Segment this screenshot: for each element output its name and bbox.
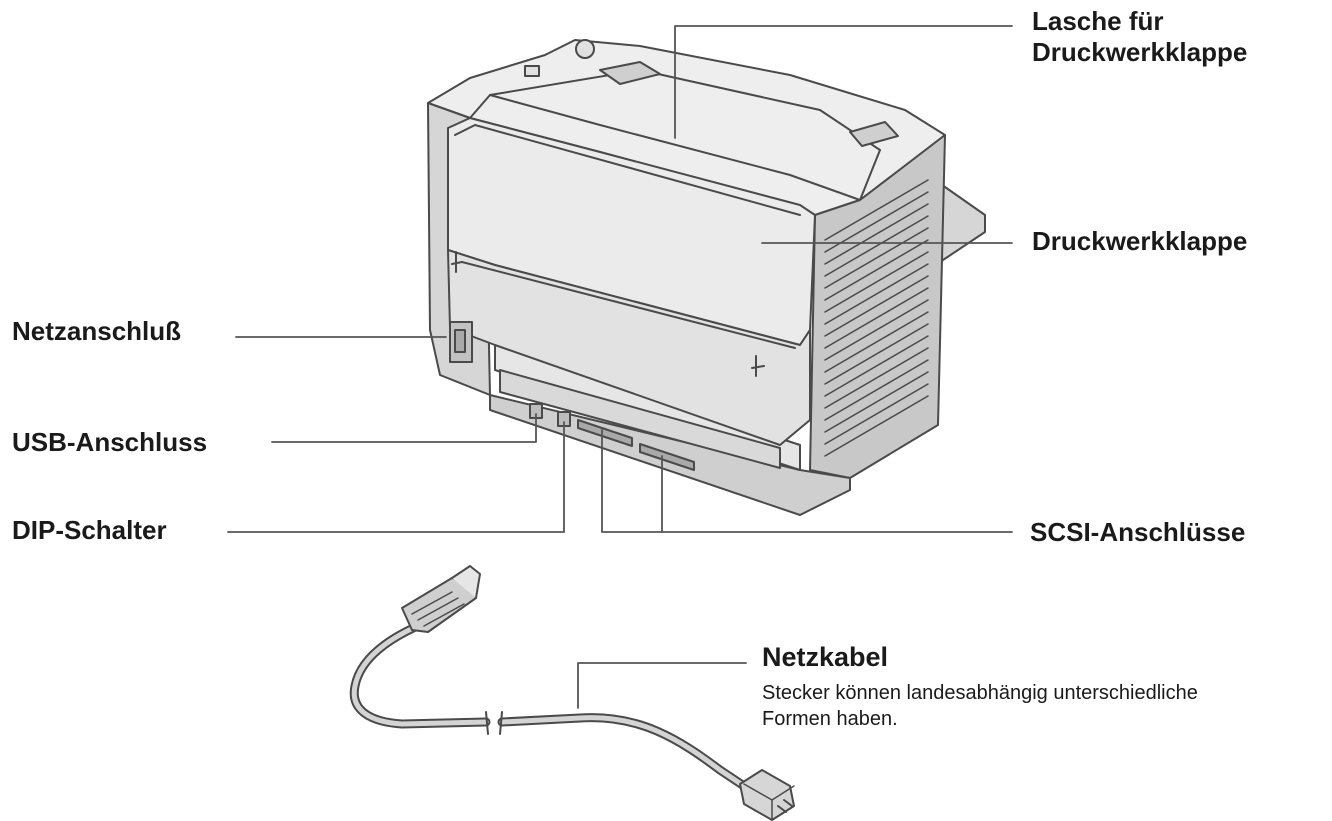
- label-druckwerkklappe: Druckwerkklappe: [1032, 226, 1248, 256]
- leader-netzkabel: [577, 662, 747, 709]
- netzkabel-note: Stecker können landesabhängig unterschie…: [762, 680, 1332, 732]
- netzkabel-note-line2: Formen haben.: [762, 708, 898, 730]
- printer-right-side: [809, 134, 946, 479]
- scsi-connector-2: [639, 443, 695, 471]
- cord-break: [485, 711, 503, 735]
- top-ridge: [489, 94, 861, 201]
- paper-guide-right: [849, 121, 899, 147]
- top-button: [524, 65, 540, 77]
- leader-usb: [271, 413, 537, 443]
- iec-tip: [451, 565, 481, 599]
- side-vents: [824, 179, 929, 457]
- top-knob: [575, 39, 595, 59]
- label-usb-anschluss: USB-Anschluss: [12, 427, 208, 457]
- label-netzanschluss: Netzanschluß: [12, 316, 182, 346]
- netzkabel-note-line1: Stecker können landesabhängig unterschie…: [762, 682, 1198, 704]
- leader-lasche: [674, 25, 1013, 139]
- top-molding: [469, 69, 881, 201]
- label-lasche-line2: Druckwerkklappe: [1032, 37, 1248, 67]
- printer-illustration: [427, 39, 986, 516]
- leader-scsi: [601, 429, 1013, 533]
- connector-recess: [499, 369, 781, 469]
- label-scsi-anschluesse: SCSI-Anschlüsse: [1030, 517, 1246, 547]
- label-netzkabel: Netzkabel: [762, 642, 889, 672]
- cover-seam: [454, 124, 801, 216]
- cover-mark-left: [451, 251, 463, 273]
- label-lasche-fuer-druckwerkklappe: Lasche für Druckwerkklappe: [1032, 6, 1247, 68]
- cover-mark-right: [751, 355, 765, 377]
- paper-guide-left: [599, 61, 661, 85]
- scsi-connector-1: [577, 419, 633, 447]
- cord-lower: [497, 713, 755, 795]
- label-lasche-line1: Lasche für: [1032, 6, 1164, 36]
- cord-upper: [349, 619, 491, 729]
- plug-prongs: [777, 799, 793, 813]
- leader-dip: [227, 421, 565, 533]
- label-dip-schalter: DIP-Schalter: [12, 515, 167, 545]
- callout-lines: [227, 25, 1013, 709]
- power-cord: [349, 565, 795, 821]
- cover-groove: [461, 261, 796, 349]
